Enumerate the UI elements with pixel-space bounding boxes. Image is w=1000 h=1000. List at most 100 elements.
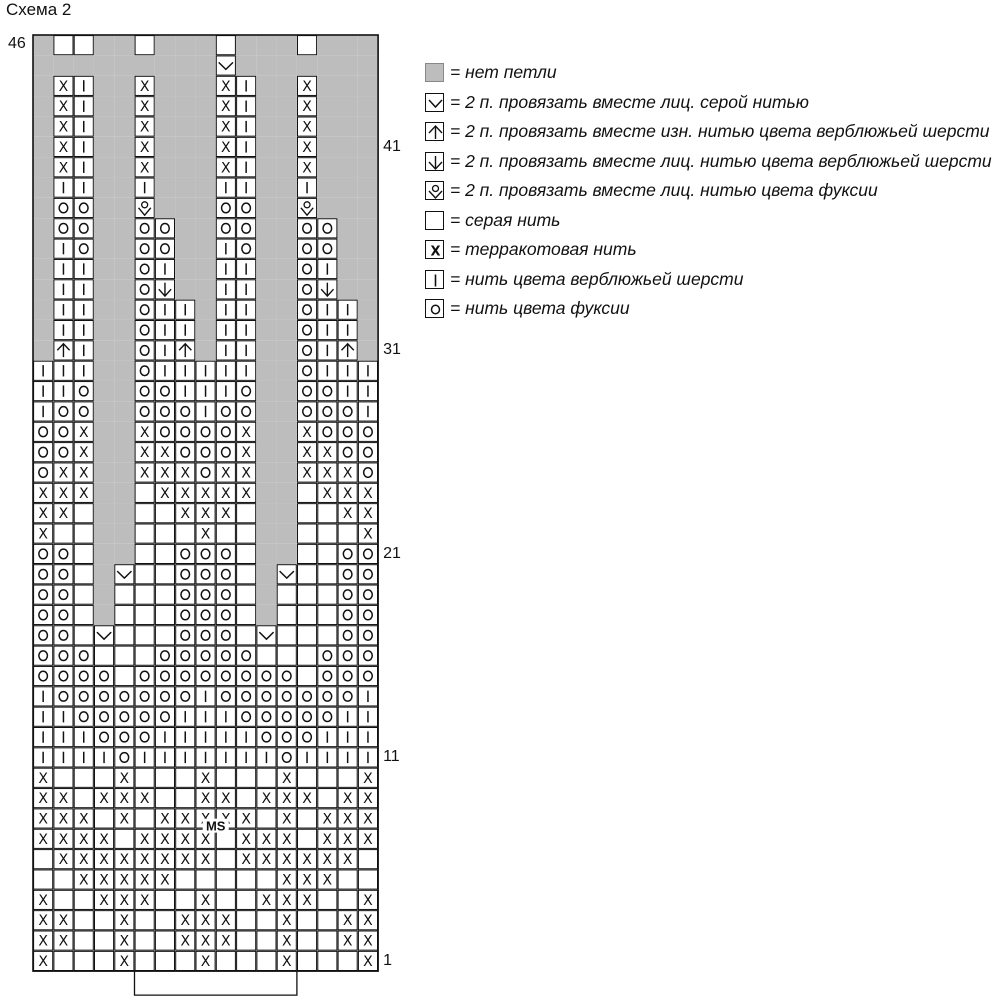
stitch-cell [175, 686, 196, 707]
fuchsia-stitch-mark [220, 202, 231, 214]
stitch-cell [154, 950, 175, 971]
stitch-cell [317, 442, 338, 463]
stitch-cell [236, 930, 257, 951]
stitch-cell [94, 706, 115, 727]
no-stitch-cell [93, 136, 115, 158]
terracotta-stitch-mark: X [201, 852, 211, 868]
stitch-cell [337, 462, 358, 483]
stitch-cell [154, 442, 175, 463]
stitch-cell [154, 604, 175, 626]
terracotta-stitch-mark: X [221, 99, 231, 115]
stitch-cell [256, 767, 277, 788]
stitch-cell [175, 767, 196, 788]
no-stitch-cell [93, 340, 115, 361]
stitch-cell [73, 503, 94, 524]
terracotta-stitch-mark: X [241, 466, 251, 482]
no-stitch-cell [256, 442, 277, 463]
stitch-cell [297, 462, 318, 483]
fuchsia-stitch-mark [220, 629, 231, 641]
fuchsia-stitch-mark [180, 609, 191, 621]
stitch-cell [134, 727, 155, 748]
k2tog-gray-icon [425, 92, 444, 112]
fuchsia-stitch-mark [241, 385, 252, 397]
no-stitch-cell [357, 197, 379, 219]
no-stitch-cell [33, 96, 54, 117]
terracotta-stitch-mark: X [59, 852, 69, 868]
stitch-cell [297, 75, 318, 96]
stitch-cell [175, 625, 196, 646]
terracotta-stitch-mark: X [241, 811, 251, 827]
fuchsia-stitch-mark [119, 751, 130, 763]
no-stitch-cell [276, 218, 297, 239]
stitch-cell [317, 808, 338, 829]
stitch-cell [195, 604, 216, 626]
no-stitch-cell [337, 218, 358, 239]
stitch-cell [53, 197, 74, 219]
legend-item-k2tog-gray: = 2 п. провязать вместе лиц. серой нитью [425, 92, 1000, 114]
no-stitch-cell [276, 35, 297, 56]
no-stitch-cell [357, 116, 379, 137]
legend-text: = 2 п. провязать вместе лиц. серой нитью [450, 91, 809, 112]
terracotta-stitch-mark: X [363, 791, 373, 807]
terracotta-stitch-mark: X [79, 425, 89, 441]
no-stitch-cell [256, 197, 277, 219]
stitch-cell [73, 218, 94, 239]
stitch-cell [337, 401, 358, 422]
no-stitch-cell [256, 116, 277, 137]
stitch-cell [73, 950, 94, 971]
stitch-cell [53, 625, 74, 646]
stitch-cell [297, 523, 318, 544]
fuchsia-stitch-mark [302, 365, 313, 377]
stitch-cell [357, 421, 378, 442]
no-stitch-cell [337, 136, 358, 158]
no-stitch-cell [357, 218, 379, 239]
fuchsia-stitch-mark [362, 466, 374, 479]
fuchsia-stitch-mark [302, 324, 313, 336]
no-stitch-cell [256, 482, 277, 504]
stitch-cell [114, 869, 135, 890]
stitch-cell [114, 808, 135, 829]
stitch-cell [114, 828, 135, 849]
no-stitch-cell [256, 564, 277, 585]
stitch-cell [297, 910, 318, 931]
fuchsia-stitch-mark [362, 568, 374, 580]
stitch-cell [297, 889, 318, 910]
fuchsia-stitch-mark [78, 650, 89, 662]
stitch-cell [114, 767, 135, 788]
legend-text: = 2 п. провязать вместе лиц. нитью цвета… [450, 150, 992, 171]
fuchsia-stitch-mark [220, 548, 231, 560]
no-stitch-cell [276, 442, 297, 463]
no-stitch-cell [93, 564, 115, 585]
no-stitch-cell [337, 197, 358, 219]
stitch-cell [134, 869, 155, 890]
terracotta-stitch-mark: X [140, 425, 150, 441]
fuchsia-stitch-mark [139, 344, 150, 356]
no-stitch-cell [276, 55, 297, 76]
stitch-cell [236, 462, 257, 483]
fuchsia-stitch-mark [362, 548, 374, 560]
stitch-cell [195, 889, 216, 910]
stitch-cell [134, 238, 155, 259]
stitch-cell [154, 889, 175, 910]
stitch-cell [73, 482, 94, 503]
fuchsia-stitch-mark [362, 670, 374, 682]
stitch-cell [94, 910, 115, 931]
stitch-cell [337, 869, 358, 890]
stitch-cell [215, 136, 236, 158]
stitch-cell [33, 625, 54, 646]
legend-text: = 2 п. провязать вместе изн. нитью цвета… [450, 121, 990, 141]
no-stitch-cell [134, 55, 155, 76]
terracotta-stitch-mark: X [302, 425, 312, 441]
no-stitch-cell [33, 299, 54, 320]
stitch-cell [215, 218, 236, 239]
stitch-cell [53, 584, 74, 605]
fuchsia-stitch-mark [200, 589, 211, 601]
fuchsia-stitch-mark [302, 222, 313, 234]
terracotta-stitch-mark: X [59, 160, 69, 176]
no-stitch-cell [154, 96, 176, 117]
no-stitch-cell [195, 299, 216, 320]
fuchsia-stitch-mark [261, 711, 272, 723]
terracotta-stitch-mark: X [38, 486, 48, 502]
fuchsia-stitch-mark [159, 243, 170, 255]
fuchsia-stitch-mark [220, 568, 231, 580]
